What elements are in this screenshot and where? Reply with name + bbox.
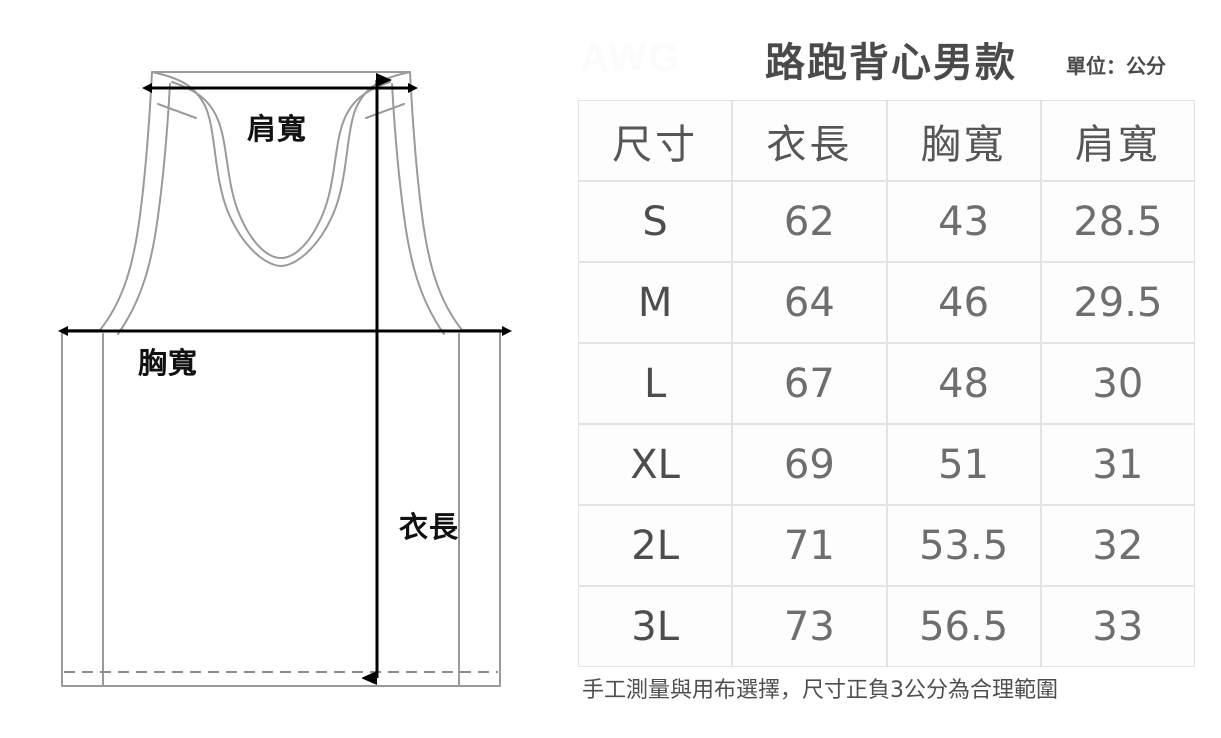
cell-length: 67 — [732, 343, 887, 424]
cell-length: 62 — [732, 181, 887, 262]
column-header-chest: 胸寬 — [886, 100, 1041, 181]
table-row: S 62 43 28.5 — [578, 181, 1195, 262]
cell-chest: 51 — [886, 424, 1041, 505]
table-row: L 67 48 30 — [578, 343, 1195, 424]
table-row: XL 69 51 31 — [578, 424, 1195, 505]
size-table: 尺寸 衣長 胸寬 肩寬 S 62 43 28.5 M 64 46 29.5 — [578, 100, 1195, 667]
table-row: M 64 46 29.5 — [578, 262, 1195, 343]
measurement-disclaimer: 手工測量與用布選擇，尺寸正負3公分為合理範圍 — [582, 678, 1058, 703]
cell-length: 73 — [732, 586, 887, 667]
cell-size: 3L — [578, 586, 733, 667]
cell-size: XL — [578, 424, 733, 505]
brand-watermark: AWG — [580, 36, 682, 80]
cell-size: 2L — [578, 505, 733, 586]
cell-chest: 43 — [886, 181, 1041, 262]
title-row: AWG 路跑背心男款 單位：公分 — [560, 28, 1221, 90]
cell-size: M — [578, 262, 733, 343]
shoulder-width-label: 肩寬 — [247, 112, 308, 146]
cell-chest: 46 — [886, 262, 1041, 343]
cell-size: L — [578, 343, 733, 424]
page-title: 路跑背心男款 — [765, 40, 1017, 86]
cell-size: S — [578, 181, 733, 262]
garment-diagram-panel: 肩寬 胸寬 衣長 — [0, 0, 560, 738]
tank-top-diagram — [58, 71, 512, 687]
cell-shoulder: 33 — [1040, 586, 1195, 667]
chest-width-label: 胸寬 — [138, 346, 199, 380]
cell-shoulder: 30 — [1040, 343, 1195, 424]
table-row: 2L 71 53.5 32 — [578, 505, 1195, 586]
body-length-label: 衣長 — [399, 510, 460, 544]
cell-shoulder: 29.5 — [1040, 262, 1195, 343]
cell-chest: 48 — [886, 343, 1041, 424]
cell-length: 71 — [732, 505, 887, 586]
cell-length: 69 — [732, 424, 887, 505]
table-row: 3L 73 56.5 33 — [578, 586, 1195, 667]
column-header-size: 尺寸 — [578, 100, 733, 181]
size-table-panel: AWG 路跑背心男款 單位：公分 尺寸 衣長 胸寬 肩寬 S 62 43 28.… — [560, 0, 1221, 738]
table-header-row: 尺寸 衣長 胸寬 肩寬 — [578, 100, 1195, 181]
cell-chest: 53.5 — [886, 505, 1041, 586]
cell-shoulder: 28.5 — [1040, 181, 1195, 262]
column-header-shoulder: 肩寬 — [1040, 100, 1195, 181]
garment-outline — [61, 71, 501, 687]
column-header-length: 衣長 — [732, 100, 887, 181]
cell-shoulder: 32 — [1040, 505, 1195, 586]
cell-chest: 56.5 — [886, 586, 1041, 667]
unit-label: 單位：公分 — [1066, 54, 1166, 78]
cell-shoulder: 31 — [1040, 424, 1195, 505]
cell-length: 64 — [732, 262, 887, 343]
